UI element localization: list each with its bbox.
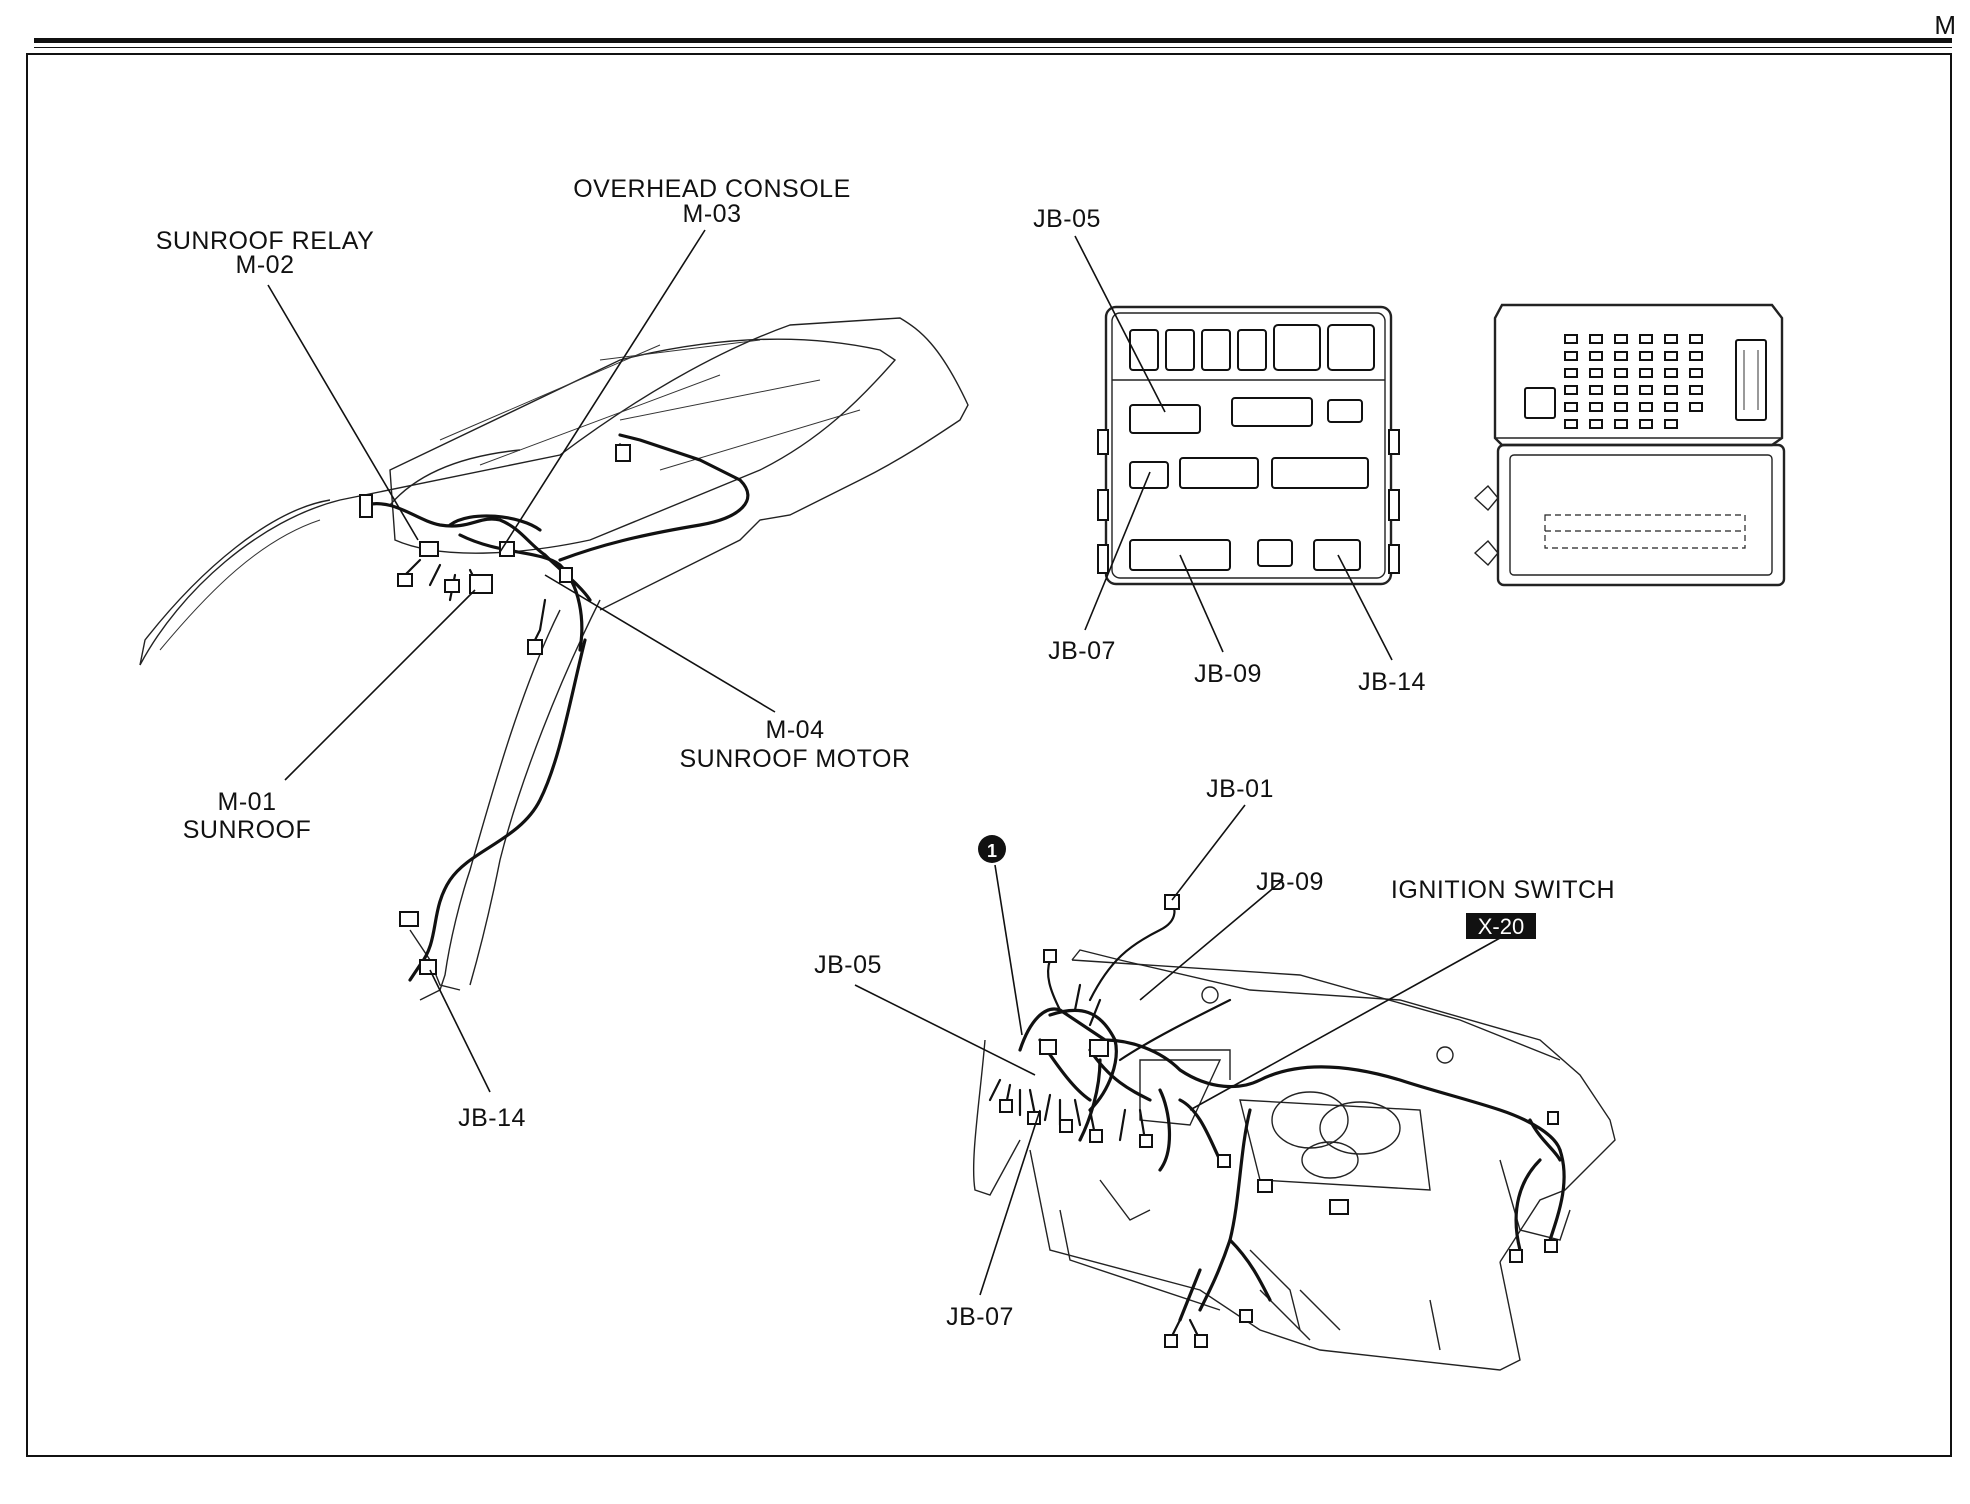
leader-dash-jb05 xyxy=(854,984,1036,1076)
junction-box-rear xyxy=(1473,303,1786,587)
jb-leader-lines xyxy=(1074,235,1393,661)
header-rule xyxy=(34,38,1952,43)
label-ignition-switch-code: X-20 xyxy=(1478,914,1524,939)
roof-panel-drawing xyxy=(139,317,969,1001)
leader-overhead-console xyxy=(499,229,706,553)
leader-sunroof xyxy=(284,589,476,781)
leader-jb-box-jb05 xyxy=(1074,235,1166,413)
label-ignition-switch-name: IGNITION SWITCH xyxy=(1391,876,1615,904)
header-rule-thin xyxy=(34,47,1952,48)
label-jb-box-jb09: JB-09 xyxy=(1194,660,1262,688)
leader-jb-box-jb07 xyxy=(1084,471,1151,631)
label-sunroof-relay-name: SUNROOF RELAY xyxy=(156,227,375,255)
label-roof-jb14: JB-14 xyxy=(458,1104,526,1132)
leader-jb-box-jb09 xyxy=(1179,554,1224,653)
leader-dash-jb01 xyxy=(1171,804,1246,901)
ground-marker-number: 1 xyxy=(987,841,997,861)
roof-leader-lines xyxy=(267,229,776,1093)
label-sunroof-name: SUNROOF xyxy=(183,816,312,844)
label-jb-box-jb07: JB-07 xyxy=(1048,637,1116,665)
label-sunroof-relay-code: M-02 xyxy=(236,251,295,279)
leader-dash-jb07 xyxy=(979,1109,1041,1296)
leader-dash-jb09 xyxy=(1139,879,1284,1001)
label-jb-box-jb05: JB-05 xyxy=(1033,205,1101,233)
ground-marker: 1 xyxy=(978,835,1023,1036)
junction-box-front xyxy=(1097,305,1400,586)
label-sunroof-motor-code: M-04 xyxy=(766,716,825,744)
leader-roof-jb14 xyxy=(429,969,491,1093)
dash-leader-lines xyxy=(854,804,1501,1296)
rear-fuse-grid xyxy=(1564,334,1703,429)
ignition-switch-code-badge: X-20 xyxy=(1466,913,1536,939)
label-overhead-console-name: OVERHEAD CONSOLE xyxy=(573,175,851,203)
label-jb-box-jb14: JB-14 xyxy=(1358,668,1426,696)
leader-ignition-switch xyxy=(1189,937,1501,1111)
dashboard-harness-drawing xyxy=(972,894,1616,1371)
diagram-frame xyxy=(26,53,1952,1457)
label-overhead-console-code: M-03 xyxy=(683,200,742,228)
label-dash-jb09: JB-09 xyxy=(1256,868,1324,896)
label-sunroof-code: M-01 xyxy=(218,788,277,816)
page-section-letter: M xyxy=(1934,10,1956,40)
leader-sunroof-motor xyxy=(544,574,776,713)
label-dash-jb01: JB-01 xyxy=(1206,775,1274,803)
label-sunroof-motor-name: SUNROOF MOTOR xyxy=(679,745,910,773)
leader-jb-box-jb14 xyxy=(1337,554,1393,661)
label-dash-jb05: JB-05 xyxy=(814,951,882,979)
leader-sunroof-relay xyxy=(267,284,419,541)
label-dash-jb07: JB-07 xyxy=(946,1303,1014,1331)
